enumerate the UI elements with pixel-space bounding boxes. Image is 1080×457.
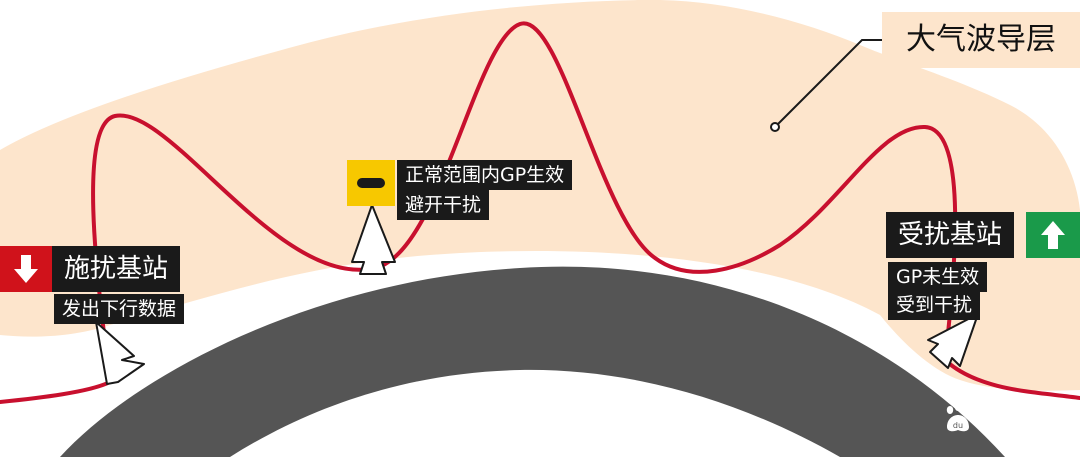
normal-gp-label: 正常范围内GP生效 xyxy=(397,160,573,190)
title-leader-line xyxy=(774,39,885,128)
earth-ring xyxy=(60,266,1005,457)
watermark: du @差评 xyxy=(944,398,1054,438)
arrow-up-icon xyxy=(1026,212,1080,258)
victim-interfered-label: 受到干扰 xyxy=(888,290,981,320)
title-leader-dot xyxy=(770,122,780,132)
title-text: 大气波导层 xyxy=(906,22,1056,57)
watermark-text: @差评 xyxy=(976,405,1055,436)
earth-inner-gap xyxy=(230,369,840,457)
victim-gp-label: GP未生效 xyxy=(888,262,988,292)
paw-logo-icon: du xyxy=(946,403,970,432)
atmospheric-duct-layer xyxy=(0,0,1080,391)
interferer-station-label: 施扰基站 xyxy=(52,246,181,292)
svg-text:du: du xyxy=(953,421,963,430)
pointer-arrow-icon-right xyxy=(927,313,979,369)
signal-path xyxy=(0,21,1080,404)
arrow-down-icon xyxy=(0,246,52,292)
pointer-arrow-icon-left xyxy=(95,321,145,385)
interferer-sub-label: 发出下行数据 xyxy=(54,294,185,324)
pointer-arrow-icon-middle xyxy=(351,204,396,275)
diagram-title: 大气波导层 xyxy=(882,12,1080,68)
victim-station-label: 受扰基站 xyxy=(886,212,1015,258)
minus-icon xyxy=(347,160,395,206)
normal-avoid-label: 避开干扰 xyxy=(397,190,490,220)
